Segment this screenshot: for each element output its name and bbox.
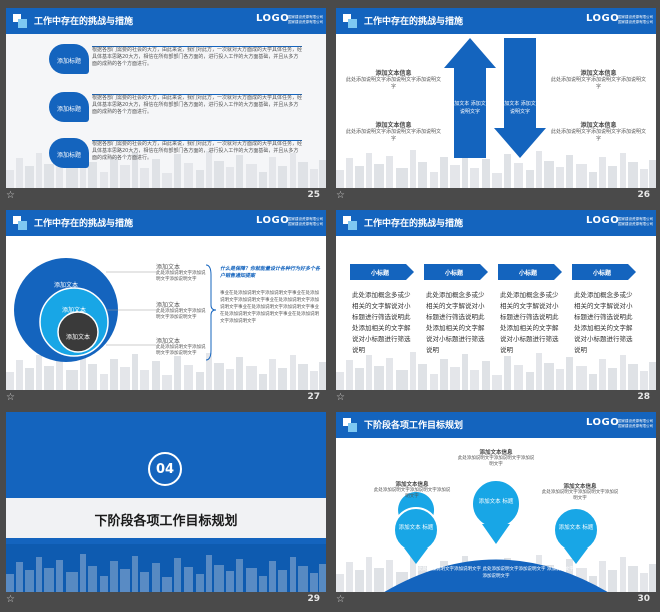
logo: LOGO bbox=[256, 215, 290, 226]
circle-item: 添加文本 此处添加说明文字添加说明文字添加说明文字 bbox=[156, 338, 206, 356]
logo-subtitle: 国家建设资源有限公司 国家建设资源有限公司 bbox=[618, 15, 653, 24]
slide-header: 工作中存在的挑战与措施 LOGO 国家建设资源有限公司 国家建设资源有限公司 bbox=[6, 8, 326, 34]
circle-item: 添加文本 此处添加说明文字添加说明文字添加说明文字 bbox=[156, 264, 206, 282]
column-text: 此处添加概念多或少相关的文字解说对小标题进行筛选说明此处添加相关的文字解说对小标… bbox=[574, 291, 633, 354]
tag-bubble bbox=[49, 92, 89, 122]
circle-item: 添加文本 此处添加说明文字添加说明文字添加说明文字 bbox=[156, 302, 206, 320]
star-icon[interactable]: ☆ bbox=[6, 392, 15, 403]
bottom-text: 此处添加说明文字添加说明文字 此处添加说明文字添加说明文字 添加说明文字添加说明… bbox=[418, 567, 574, 579]
star-icon[interactable]: ☆ bbox=[6, 190, 15, 201]
logo: LOGO bbox=[256, 13, 290, 24]
tag-bubble bbox=[49, 138, 89, 168]
arrow-up-icon bbox=[444, 38, 496, 158]
row-text: 根据各部门需要的社会的大方，由此来说，我们对此方，一次就对大方面成的大学具体任务… bbox=[92, 46, 302, 71]
slide-number: 28 bbox=[637, 392, 650, 402]
star-icon[interactable]: ☆ bbox=[336, 392, 345, 403]
slide-header: 工作中存在的挑战与措施 LOGO 国家建设资源有限公司 国家建设资源有限公司 bbox=[336, 210, 656, 236]
circle-label: 添加文本 bbox=[53, 282, 78, 289]
logo-subtitle: 国家建设资源有限公司 国家建设资源有限公司 bbox=[618, 217, 653, 226]
pin-caption: 添加文本信息 此处添加说明文字添加说明文字添加说明文字 bbox=[541, 484, 619, 501]
section-number: 04 bbox=[148, 452, 182, 486]
left-item: 添加文本信息 此处添加说明文字添加说明文字添加说明文字 bbox=[346, 70, 442, 90]
slide-thumbnail-27[interactable]: 工作中存在的挑战与措施 LOGO 国家建设资源有限公司 国家建设资源有限公司 添… bbox=[6, 210, 326, 410]
tag-label: 添加标题 bbox=[56, 58, 81, 65]
arrow-up-label: 添加文本 添加文字说明文字 bbox=[449, 101, 491, 115]
section-title: 下阶段各项工作目标规划 bbox=[94, 514, 238, 529]
slide-header: 工作中存在的挑战与措施 LOGO 国家建设资源有限公司 国家建设资源有限公司 bbox=[336, 8, 656, 34]
row-text: 根据各部门需要的社会的大方，由此来说，我们对此方，一次就对大方面成的大学具体任务… bbox=[92, 94, 302, 119]
star-icon[interactable]: ☆ bbox=[336, 190, 345, 201]
slide-number: 26 bbox=[637, 190, 650, 200]
slide-thumbnail-26[interactable]: 工作中存在的挑战与措施 LOGO 国家建设资源有限公司 国家建设资源有限公司 添… bbox=[336, 8, 656, 208]
slide-title: 工作中存在的挑战与措施 bbox=[34, 17, 134, 27]
slide-thumbnail-28[interactable]: 工作中存在的挑战与措施 LOGO 国家建设资源有限公司 国家建设资源有限公司 小… bbox=[336, 210, 656, 410]
arrow-down-label: 添加文本 添加文字说明文字 bbox=[499, 101, 541, 115]
right-item: 添加文本信息 此处添加说明文字添加说明文字添加说明文字 bbox=[551, 122, 647, 142]
circle-label: 添加文本 bbox=[61, 307, 86, 314]
logo: LOGO bbox=[586, 13, 620, 24]
slide-title: 工作中存在的挑战与措施 bbox=[364, 17, 464, 27]
logo-subtitle: 国家建设资源有限公司 国家建设资源有限公司 bbox=[618, 419, 653, 428]
pin-label: 添加文本 标题 bbox=[558, 525, 594, 531]
star-icon[interactable]: ☆ bbox=[6, 594, 15, 605]
right-item: 添加文本信息 此处添加说明文字添加说明文字添加说明文字 bbox=[551, 70, 647, 90]
arrows-graphic bbox=[444, 38, 546, 158]
left-item: 添加文本信息 此处添加说明文字添加说明文字添加说明文字 bbox=[346, 122, 442, 142]
slide-number: 30 bbox=[637, 594, 650, 604]
slide-number: 29 bbox=[307, 594, 320, 604]
slide-thumbnail-30[interactable]: 下阶段各项工作目标规划 LOGO 国家建设资源有限公司 国家建设资源有限公司 添… bbox=[336, 412, 656, 612]
logo-subtitle: 国家建设资源有限公司 国家建设资源有限公司 bbox=[288, 217, 323, 226]
slide-title: 工作中存在的挑战与措施 bbox=[364, 219, 464, 229]
slide-number: 27 bbox=[307, 392, 320, 402]
tag-bubble bbox=[49, 44, 89, 74]
tag-label: 添加标题 bbox=[56, 152, 81, 159]
slide-header: 工作中存在的挑战与措施 LOGO 国家建设资源有限公司 国家建设资源有限公司 bbox=[6, 210, 326, 236]
logo: LOGO bbox=[586, 215, 620, 226]
pin-caption: 添加文本信息 此处添加说明文字添加说明文字添加说明文字 bbox=[457, 450, 535, 467]
row-text: 根据各部门需要的社会的大方，由此来说，我们对此方，一次就对大方面成的大学具体任务… bbox=[92, 140, 302, 165]
slide-number: 25 bbox=[307, 190, 320, 200]
circle-label: 添加文本 bbox=[65, 334, 90, 341]
slide-title: 下阶段各项工作目标规划 bbox=[364, 421, 464, 431]
slide-title: 工作中存在的挑战与措施 bbox=[34, 219, 134, 229]
circles-graphic bbox=[14, 258, 217, 362]
tag-label: 添加标题 bbox=[56, 106, 81, 113]
logo: LOGO bbox=[586, 417, 620, 428]
arrow-down-icon bbox=[494, 38, 546, 158]
logo-subtitle: 国家建设资源有限公司 国家建设资源有限公司 bbox=[288, 15, 323, 24]
pins-graphic bbox=[384, 479, 608, 592]
pin-caption: 添加文本信息 此处添加说明文字添加说明文字添加说明文字 bbox=[373, 482, 451, 499]
column-text: 此处添加概念多或少相关的文字解说对小标题进行筛选说明此处添加相关的文字解说对小标… bbox=[500, 291, 559, 354]
slide-thumbnail-25[interactable]: 工作中存在的挑战与措施 LOGO 国家建设资源有限公司 国家建设资源有限公司 添… bbox=[6, 8, 326, 208]
column-tag: 小标题 bbox=[444, 270, 463, 277]
slide-header: 下阶段各项工作目标规划 LOGO 国家建设资源有限公司 国家建设资源有限公司 bbox=[336, 412, 656, 438]
column-text: 此处添加概念多或少相关的文字解说对小标题进行筛选说明此处添加相关的文字解说对小标… bbox=[352, 291, 411, 354]
city-skyline bbox=[6, 554, 326, 592]
section-band bbox=[6, 498, 326, 538]
column-tag: 小标题 bbox=[518, 270, 537, 277]
tag-arrows bbox=[350, 264, 636, 280]
column-tag: 小标题 bbox=[370, 270, 389, 277]
star-icon[interactable]: ☆ bbox=[336, 594, 345, 605]
column-tag: 小标题 bbox=[592, 270, 611, 277]
paragraph-text: 事业在处添加说明文字添加说明文字事业在处添加说明文字添加说明文字事业在处添加说明… bbox=[220, 291, 319, 324]
quote-text: 什么是保障？你就能量设计各种行为好多个各户销售通知提案 bbox=[220, 266, 321, 279]
column-text: 此处添加概念多或少相关的文字解说对小标题进行筛选说明此处添加相关的文字解说对小标… bbox=[426, 291, 485, 354]
pin-label: 添加文本 标题 bbox=[478, 499, 514, 505]
pin-label: 添加文本 标题 bbox=[398, 525, 434, 531]
slide-thumbnail-29[interactable]: 04 下阶段各项工作目标规划 ☆ 29 bbox=[6, 412, 326, 612]
